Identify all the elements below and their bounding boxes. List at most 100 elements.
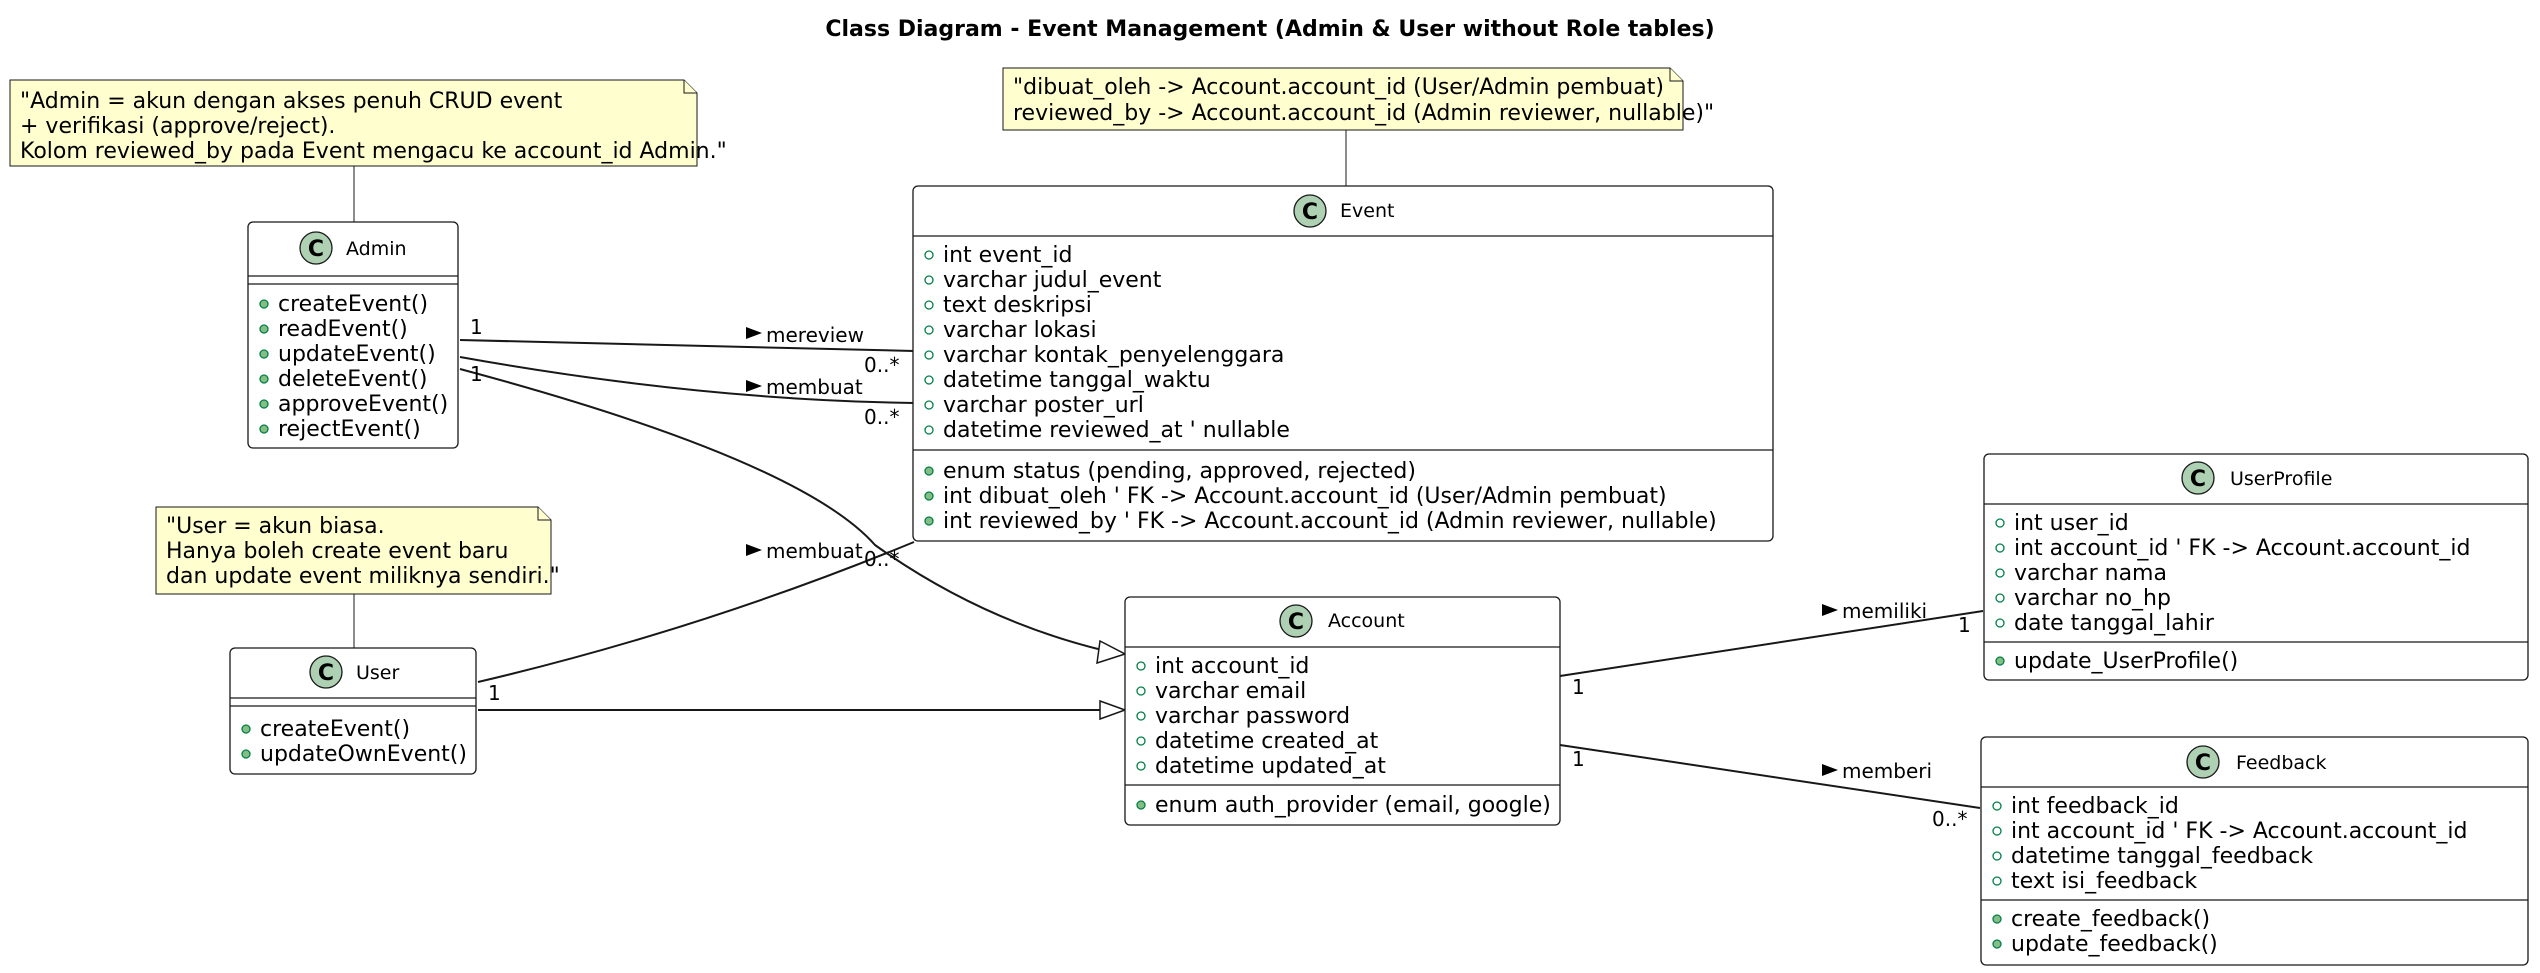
public-method-icon [241,724,251,734]
field: int account_id [1155,654,1309,679]
field: varchar nama [2014,561,2167,586]
field: datetime tanggal_waktu [943,368,1211,393]
public-method-icon [259,374,269,384]
edge-account-userprofile [1559,610,1984,677]
edge-admin-account-inherit [459,368,1103,651]
method: update_feedback() [2011,932,2218,957]
field: varchar judul_event [943,268,1162,293]
mult-event-membuat-user: 0..* [864,547,899,571]
edge-admin-event-mereview [459,339,915,352]
public-method-icon [259,349,269,359]
mult-event-mereview: 0..* [864,353,899,377]
public-method-icon [259,324,269,334]
class-name: UserProfile [2230,468,2332,490]
mult-account-memberi: 1 [1572,747,1585,771]
account-fields: int account_id varchar email varchar pas… [1136,654,1386,779]
field: date tanggal_lahir [2014,611,2215,636]
class-spot-icon [1279,604,1313,638]
field: varchar kontak_penyelenggara [943,343,1284,368]
public-method-icon [259,299,269,309]
svg-text:C: C [2195,751,2211,776]
field: int account_id ' FK -> Account.account_i… [2011,819,2467,844]
note-admin-line-3: Kolom reviewed_by pada Event mengacu ke … [20,139,727,164]
note-user-line-1: "User = akun biasa. [166,514,385,539]
public-method-icon [1992,914,2002,924]
class-account[interactable]: C Account int account_id varchar email v… [1124,596,1561,826]
mult-user-membuat: 1 [488,681,501,705]
note-event-line-2: reviewed_by -> Account.account_id (Admin… [1013,101,1714,126]
svg-text:C: C [1302,200,1318,225]
public-method-icon [1992,939,2002,949]
class-feedback[interactable]: C Feedback int feedback_id int account_i… [1980,736,2529,966]
note-admin-line-2: + verifikasi (approve/reject). [20,114,335,139]
method: enum auth_provider (email, google) [1155,793,1551,818]
public-method-icon [1136,800,1146,810]
class-name: User [356,662,399,684]
field: varchar no_hp [2014,586,2171,611]
field: varchar email [1155,679,1306,704]
public-method-icon [259,399,269,409]
field: varchar lokasi [943,318,1097,343]
mult-userprofile-memiliki: 1 [1958,613,1971,637]
method: rejectEvent() [278,417,421,442]
field: datetime reviewed_at ' nullable [943,418,1290,443]
edges [353,130,1984,809]
public-method-icon [924,491,934,501]
public-method-icon [924,516,934,526]
inherit-arrow-admin [1096,639,1127,665]
edge-user-event-membuat [477,541,915,683]
field: text isi_feedback [2011,869,2197,894]
label-membuat-admin: membuat [766,375,863,399]
method: approveEvent() [278,392,448,417]
method: create_feedback() [2011,907,2210,932]
method: createEvent() [278,292,428,317]
userprofile-fields: int user_id int account_id ' FK -> Accou… [1995,511,2470,636]
class-admin[interactable]: C Admin createEvent() readEvent() update… [247,221,459,449]
mult-feedback-memberi: 0..* [1932,807,1967,831]
method: deleteEvent() [278,367,428,392]
public-method-icon [924,466,934,476]
edge-account-feedback [1559,744,1981,809]
method: int reviewed_by ' FK -> Account.account_… [943,509,1717,534]
inherit-arrow-user [1099,699,1128,721]
feedback-fields: int feedback_id int account_id ' FK -> A… [1992,794,2467,894]
note-event: "dibuat_oleh -> Account.account_id (User… [1002,67,1714,131]
class-spot-icon [309,655,343,689]
method: updateEvent() [278,342,436,367]
method: createEvent() [260,717,410,742]
public-method-icon [241,749,251,759]
method: updateOwnEvent() [260,742,467,767]
event-methods: enum status (pending, approved, rejected… [924,459,1717,534]
label-memberi: memberi [1842,759,1932,783]
class-user[interactable]: C User createEvent() updateOwnEvent() [229,647,477,775]
diagram-title: Class Diagram - Event Management (Admin … [825,17,1714,42]
class-spot-icon [2181,461,2215,495]
direction-arrow-membuat-user [746,544,762,556]
class-name: Feedback [2236,752,2326,774]
class-name: Account [1328,610,1405,632]
class-event[interactable]: C Event int event_id varchar judul_event… [912,185,1774,542]
event-fields: int event_id varchar judul_event text de… [924,243,1290,443]
note-user-line-3: dan update event miliknya sendiri." [166,564,560,589]
field: text deskripsi [943,293,1092,318]
label-mereview: mereview [766,323,864,347]
field: int user_id [2014,511,2129,536]
note-user-line-2: Hanya boleh create event baru [166,539,508,564]
svg-text:C: C [2190,467,2206,492]
label-memiliki: memiliki [1842,599,1927,623]
field: datetime created_at [1155,729,1379,754]
class-name: Event [1340,200,1394,222]
class-spot-icon [1293,194,1327,228]
field: datetime updated_at [1155,754,1386,779]
class-userprofile[interactable]: C UserProfile int user_id int account_id… [1983,453,2529,681]
svg-text:C: C [318,661,334,686]
public-method-icon [1995,656,2005,666]
label-membuat-user: membuat [766,539,863,563]
admin-methods: createEvent() readEvent() updateEvent() … [259,292,448,442]
edge-admin-event-membuat [459,356,915,404]
note-admin: "Admin = akun dengan akses penuh CRUD ev… [9,79,727,167]
method: update_UserProfile() [2014,649,2238,674]
svg-text:C: C [1288,610,1304,635]
direction-arrow-memiliki [1822,604,1838,616]
note-admin-line-1: "Admin = akun dengan akses penuh CRUD ev… [20,89,563,114]
